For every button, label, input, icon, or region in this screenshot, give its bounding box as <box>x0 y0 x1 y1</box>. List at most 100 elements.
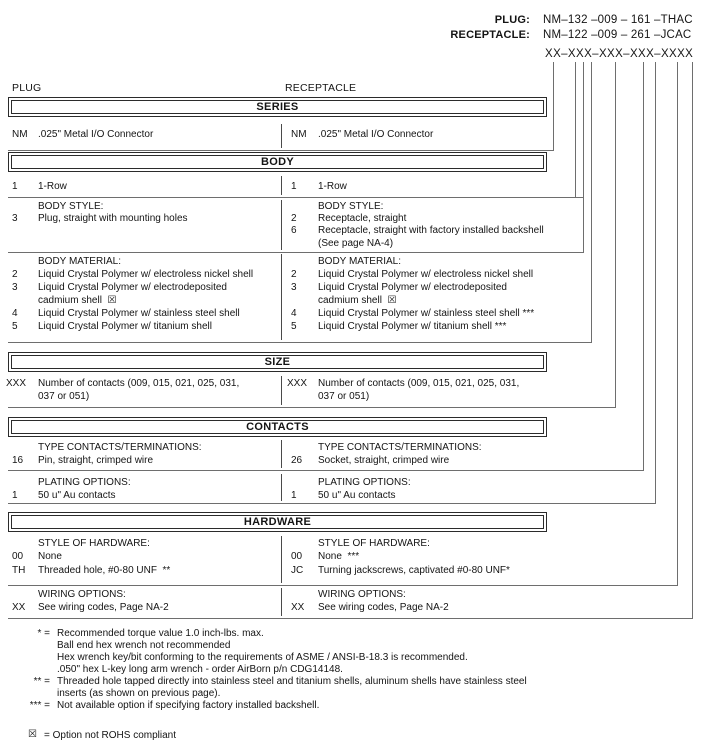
plug-part-number-value: NM–132 –009 – 161 –THAC <box>543 14 693 26</box>
wiring-plug-code: XX <box>12 602 26 613</box>
column-separator <box>281 200 282 250</box>
body-row-receptacle-desc: 1-Row <box>318 181 347 192</box>
divider-plating <box>8 503 656 504</box>
contacts-section-header: CONTACTS <box>8 417 547 437</box>
body-material-plug-code: 2 <box>12 269 18 280</box>
contact-type-receptacle-title: TYPE CONTACTS/TERMINATIONS: <box>318 442 482 453</box>
wiring-receptacle-code: XX <box>291 602 305 613</box>
size-receptacle-desc: Number of contacts (009, 015, 021, 025, … <box>318 378 520 402</box>
hardware-style-plug-desc: None <box>38 551 62 562</box>
wiring-plug-desc: See wiring codes, Page NA-2 <box>38 602 169 613</box>
body-material-plug-code: 4 <box>12 308 18 319</box>
body-material-receptacle-desc: Liquid Crystal Polymer w/ electroless ni… <box>318 269 534 280</box>
column-separator <box>281 440 282 468</box>
column-separator <box>281 176 282 195</box>
plating-receptacle-code: 1 <box>291 490 297 501</box>
hardware-style-plug-title: STYLE OF HARDWARE: <box>38 538 150 549</box>
hardware-style-plug-desc: Threaded hole, #0-80 UNF ** <box>38 565 171 576</box>
hardware-style-receptacle-code: JC <box>291 565 304 576</box>
body-material-receptacle-desc: Liquid Crystal Polymer w/ stainless stee… <box>318 308 535 319</box>
hardware-section-header: HARDWARE <box>8 512 547 532</box>
body-material-plug-desc: Liquid Crystal Polymer w/ electroless ni… <box>38 269 254 280</box>
plating-plug-title: PLATING OPTIONS: <box>38 477 131 488</box>
footnote-marker: ** = <box>33 676 50 687</box>
footnote-text: Threaded hole tapped directly into stain… <box>57 676 527 699</box>
connector-line-body-style <box>583 62 584 252</box>
connector-line-plating <box>655 62 656 503</box>
hardware-style-receptacle-title: STYLE OF HARDWARE: <box>318 538 430 549</box>
rohs-checkbox-icon: ☒ <box>28 729 37 740</box>
divider-body-material <box>8 342 592 343</box>
contact-type-plug-code: 16 <box>12 455 24 466</box>
footnote-text: Recommended torque value 1.0 inch-lbs. m… <box>57 628 468 675</box>
contact-type-receptacle-desc: Socket, straight, crimped wire <box>318 455 450 466</box>
body-style-plug-code: 3 <box>12 213 18 224</box>
hardware-style-plug-code: TH <box>12 565 26 576</box>
series-receptacle-desc: .025" Metal I/O Connector <box>318 129 434 140</box>
connector-line-series <box>553 62 554 150</box>
body-material-receptacle-code: 5 <box>291 321 297 332</box>
plating-plug-desc: 50 u" Au contacts <box>38 490 116 501</box>
column-separator <box>281 124 282 148</box>
connector-line-wiring <box>692 62 693 618</box>
plating-plug-code: 1 <box>12 490 18 501</box>
body-row-plug-code: 1 <box>12 181 18 192</box>
body-style-receptacle-desc: Receptacle, straight <box>318 213 407 224</box>
size-section-title: SIZE <box>11 355 544 369</box>
body-section-title: BODY <box>11 155 544 169</box>
connector-line-contact-type <box>643 62 644 470</box>
column-separator <box>281 474 282 501</box>
divider-series <box>8 150 554 151</box>
series-receptacle-code: NM <box>291 129 307 140</box>
plug-column-label: PLUG <box>12 82 42 94</box>
body-material-plug-desc: Liquid Crystal Polymer w/ stainless stee… <box>38 308 240 319</box>
connector-line-body-material <box>591 62 592 342</box>
contacts-section-title: CONTACTS <box>11 420 544 434</box>
series-section-title: SERIES <box>11 100 544 114</box>
connector-line-size <box>615 62 616 407</box>
body-material-plug-code: 3 <box>12 282 18 293</box>
body-material-plug-desc: Liquid Crystal Polymer w/ titanium shell <box>38 321 212 332</box>
hardware-style-receptacle-desc: None *** <box>318 551 360 562</box>
plating-receptacle-title: PLATING OPTIONS: <box>318 477 411 488</box>
footnote-marker: *** = <box>29 700 50 711</box>
size-receptacle-code: XXX <box>287 378 308 389</box>
hardware-style-plug-code: 00 <box>12 551 24 562</box>
divider-hardware-style <box>8 585 678 586</box>
body-row-plug-desc: 1-Row <box>38 181 67 192</box>
body-style-receptacle-code: 6 <box>291 225 297 236</box>
wiring-receptacle-title: WIRING OPTIONS: <box>318 589 406 600</box>
wiring-plug-title: WIRING OPTIONS: <box>38 589 126 600</box>
contact-type-plug-title: TYPE CONTACTS/TERMINATIONS: <box>38 442 202 453</box>
size-plug-code: XXX <box>6 378 27 389</box>
column-separator <box>281 588 282 616</box>
receptacle-part-number-label: RECEPTACLE: <box>450 29 530 41</box>
receptacle-part-number-value: NM–122 –009 – 261 –JCAC <box>543 29 692 41</box>
contact-type-plug-desc: Pin, straight, crimped wire <box>38 455 154 466</box>
column-separator <box>281 254 282 340</box>
body-material-receptacle-code: 3 <box>291 282 297 293</box>
body-material-plug-code: 5 <box>12 321 18 332</box>
divider-body-style <box>8 252 584 253</box>
body-material-plug-desc: Liquid Crystal Polymer w/ electrodeposit… <box>38 282 227 306</box>
plug-part-number-label: PLUG: <box>494 14 530 26</box>
series-plug-code: NM <box>12 129 28 140</box>
body-style-plug-title: BODY STYLE: <box>38 201 104 212</box>
divider-contact-type <box>8 470 644 471</box>
footnote-marker: * = <box>37 628 50 639</box>
body-material-receptacle-title: BODY MATERIAL: <box>318 256 401 267</box>
hardware-section-title: HARDWARE <box>11 515 544 529</box>
contact-type-receptacle-code: 26 <box>291 455 303 466</box>
body-material-plug-title: BODY MATERIAL: <box>38 256 121 267</box>
divider-body-row <box>8 197 584 198</box>
footnote-text: Not available option if specifying facto… <box>57 700 320 711</box>
series-plug-desc: .025" Metal I/O Connector <box>38 129 154 140</box>
body-material-receptacle-desc: Liquid Crystal Polymer w/ electrodeposit… <box>318 282 507 306</box>
body-section-header: BODY <box>8 152 547 172</box>
body-material-receptacle-code: 2 <box>291 269 297 280</box>
body-style-plug-desc: Plug, straight with mounting holes <box>38 213 188 224</box>
body-material-receptacle-desc: Liquid Crystal Polymer w/ titanium shell… <box>318 321 507 332</box>
body-style-receptacle-title: BODY STYLE: <box>318 201 384 212</box>
rohs-note-text: = Option not ROHS compliant <box>44 730 177 741</box>
connector-line-hardware-style <box>677 62 678 585</box>
